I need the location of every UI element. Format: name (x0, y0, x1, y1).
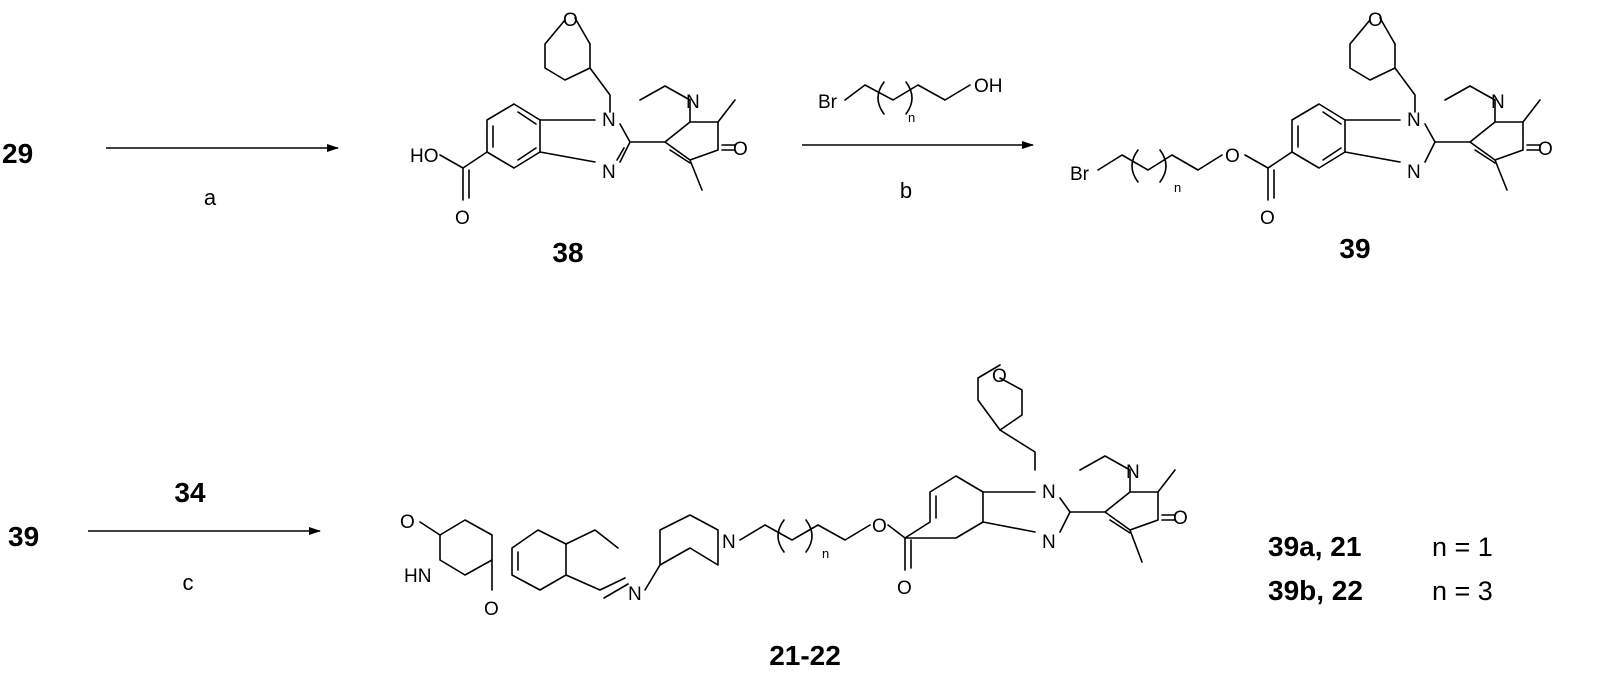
atom-ho: HO (410, 146, 439, 167)
atom-n-pyridone: N (1126, 462, 1140, 483)
atom-n3: N (1407, 162, 1421, 183)
structure-21-22: O O HN N N n O O N N O (400, 364, 1188, 620)
atom-o-thp: O (992, 366, 1007, 387)
legend-row-2-compounds: 39b, 22 (1268, 575, 1363, 606)
reagent-n: n (908, 110, 915, 125)
step-b-label: b (900, 178, 912, 203)
atom-o-pyridone: O (1538, 139, 1553, 160)
start-compound-label: 29 (2, 138, 33, 169)
atom-n-pyridone: N (1491, 92, 1505, 113)
step-c-label: c (183, 570, 194, 595)
atom-o-ester: O (872, 516, 887, 537)
atom-n-piperidine: N (722, 532, 736, 553)
atom-o: O (1368, 10, 1383, 31)
product-chain-n: n (822, 546, 829, 561)
atom-br: Br (1070, 164, 1090, 185)
compound-39-label: 39 (1339, 233, 1370, 264)
chain-n: n (1174, 180, 1181, 195)
atom-hn: HN (404, 566, 431, 587)
structure-39: O N N O O n Br O N (1070, 10, 1553, 229)
atom-n3: N (602, 162, 616, 183)
atom-o-uracil-2: O (484, 599, 499, 620)
step-c-reagent: 34 (174, 477, 206, 508)
atom-n1: N (602, 110, 616, 131)
atom-n-indole: N (628, 584, 642, 605)
legend-row-2-n: n = 3 (1432, 576, 1493, 606)
atom-o-carbonyl: O (455, 208, 470, 229)
atom-o-carbonyl: O (897, 578, 912, 599)
atom-n1: N (1407, 110, 1421, 131)
reagent-br: Br (818, 92, 838, 113)
legend-row-1-n: n = 1 (1432, 532, 1493, 562)
step-a-label: a (204, 185, 217, 210)
structure-38: O N N HO O O N (410, 10, 748, 229)
atom-o-pyridone: O (733, 139, 748, 160)
reagent-bromoalcohol: Br n OH (818, 76, 1003, 125)
atom-n3: N (1042, 532, 1056, 553)
compound-38-label: 38 (552, 237, 583, 268)
row2-start-label: 39 (8, 521, 39, 552)
product-label: 21-22 (769, 640, 841, 671)
atom-o-pyridone: O (1173, 508, 1188, 529)
legend: 39a, 21 n = 1 39b, 22 n = 3 (1268, 531, 1493, 606)
legend-row-1-compounds: 39a, 21 (1268, 531, 1361, 562)
reagent-oh: OH (974, 76, 1003, 97)
atom-o-carbonyl: O (1260, 208, 1275, 229)
atom-o-uracil-1: O (400, 512, 415, 533)
atom-o-ester: O (1225, 146, 1240, 167)
atom-o: O (563, 10, 578, 31)
atom-n-pyridone: N (686, 92, 700, 113)
atom-n1: N (1042, 482, 1056, 503)
